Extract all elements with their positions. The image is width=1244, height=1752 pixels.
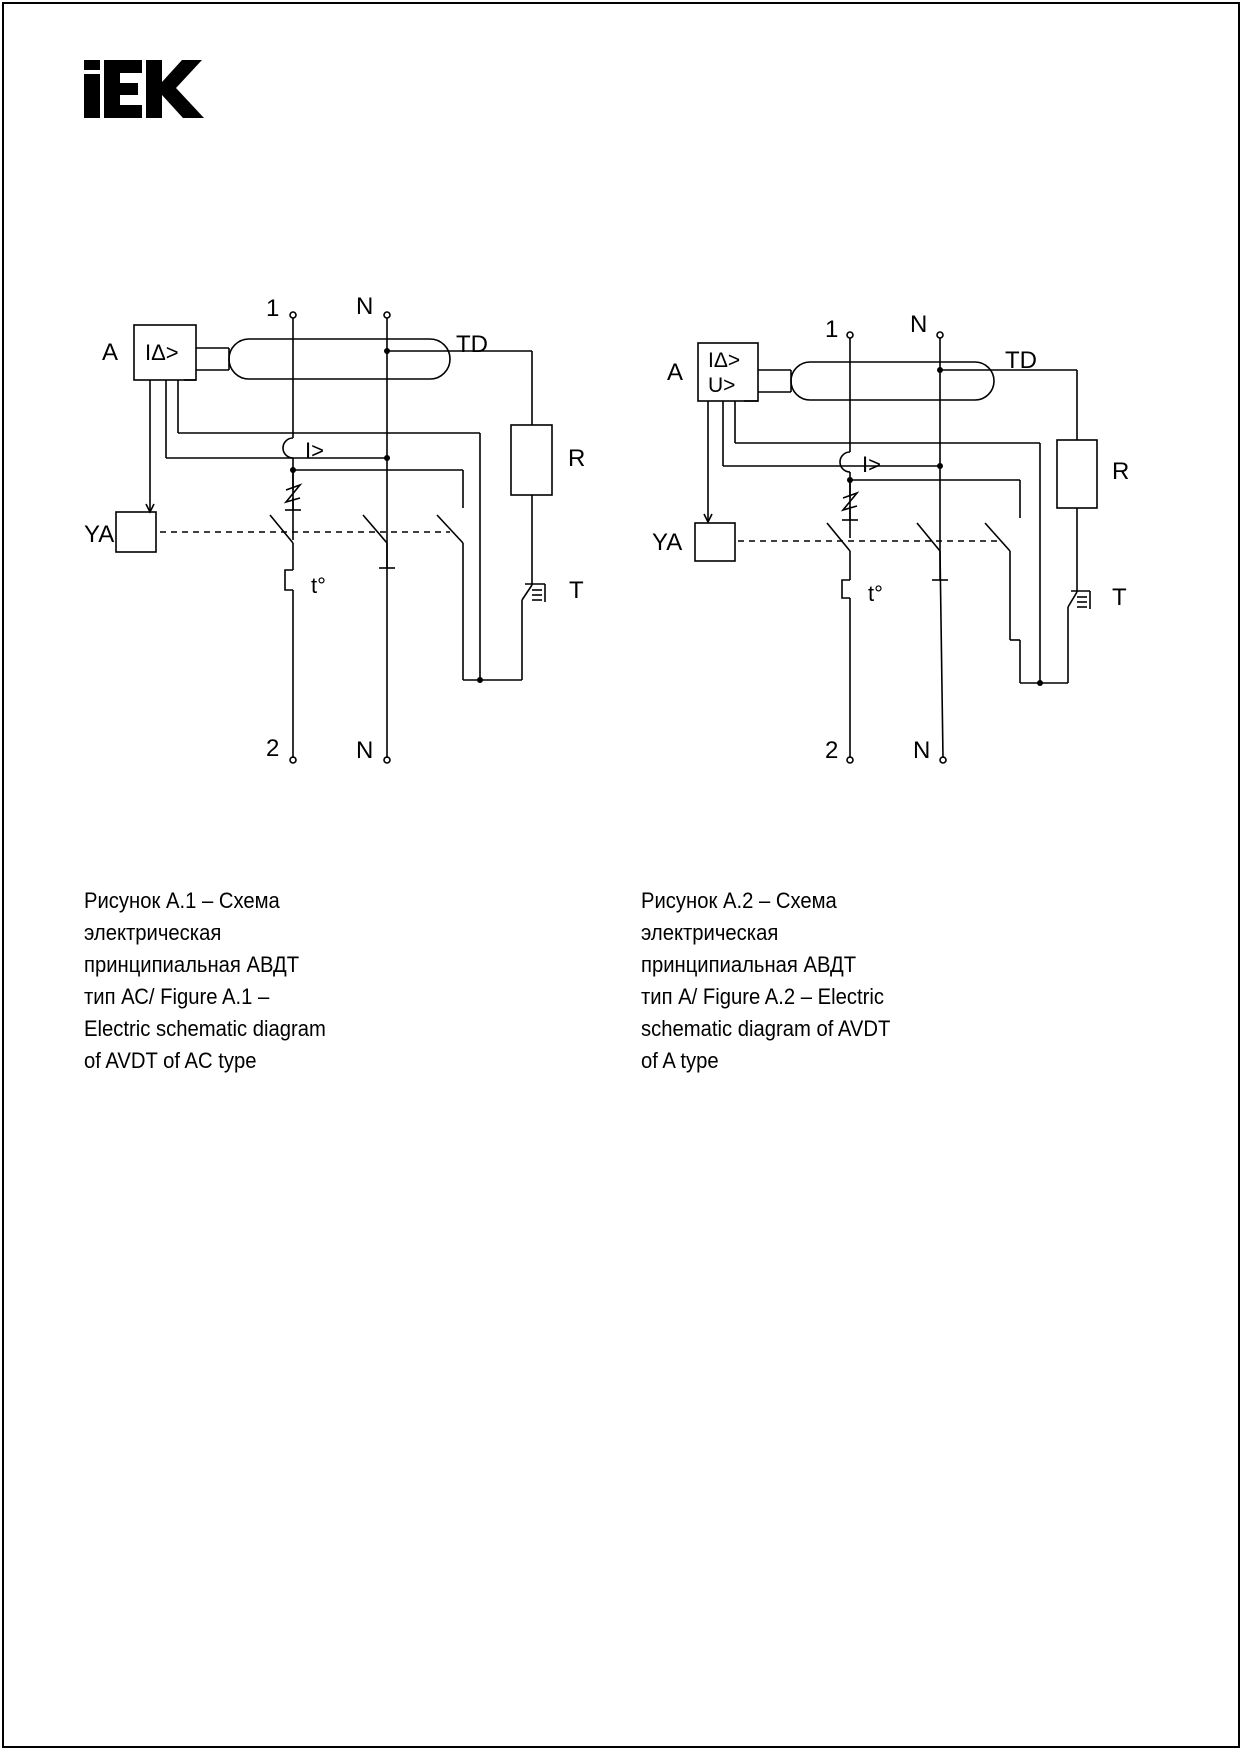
overcurrent-label: I> xyxy=(305,438,324,463)
iek-logo xyxy=(84,60,204,118)
thermal-label: t° xyxy=(868,581,883,606)
caption-line: электрическая xyxy=(641,920,779,945)
undervoltage-label: U> xyxy=(708,374,735,397)
module-a-label: A xyxy=(102,339,118,366)
terminal-2-label: 2 xyxy=(266,735,279,762)
transformer-td-label: TD xyxy=(1005,347,1037,374)
release-ya-label: YA xyxy=(84,521,114,548)
caption-line: Рисунок А.2 – Схема xyxy=(641,888,837,913)
residual-current-label: IΔ> xyxy=(145,340,179,365)
resistor-r-label: R xyxy=(568,445,585,472)
caption-line: принципиальная АВДТ xyxy=(641,952,857,977)
thermal-label: t° xyxy=(311,573,326,598)
terminal-1-label: 1 xyxy=(825,316,838,343)
resistor-r-label: R xyxy=(1112,458,1129,485)
residual-current-label: IΔ> xyxy=(708,349,740,372)
test-button-t-label: T xyxy=(1112,584,1127,611)
test-button-t-label: T xyxy=(569,577,584,604)
caption-line: of AVDT of AC type xyxy=(84,1048,257,1073)
figure-caption-a2: Рисунок А.2 – Схема электрическая принци… xyxy=(641,885,917,1077)
terminal-2-label: 2 xyxy=(825,737,838,764)
caption-line: тип АС/ Figure A.1 – xyxy=(84,984,270,1009)
figure-caption-a1: Рисунок А.1 – Схема электрическая принци… xyxy=(84,885,360,1077)
schematic-diagram-a2: 1 N 2 N A IΔ> U> TD I> t° YA R T xyxy=(630,280,1150,780)
caption-line: электрическая xyxy=(84,920,222,945)
caption-line: Electric schematic diagram xyxy=(84,1016,326,1041)
caption-line: тип А/ Figure A.2 – Electric xyxy=(641,984,885,1009)
terminal-n-top-label: N xyxy=(356,293,373,320)
caption-line: Рисунок А.1 – Схема xyxy=(84,888,280,913)
caption-line: принципиальная АВДТ xyxy=(84,952,300,977)
caption-line: of A type xyxy=(641,1048,719,1073)
schematic-diagram-a1: 1 N 2 N A IΔ> TD I> t° YA R T xyxy=(70,280,590,780)
module-a-label: A xyxy=(667,359,683,386)
transformer-td-label: TD xyxy=(456,331,488,358)
terminal-n-bottom-label: N xyxy=(356,737,373,764)
overcurrent-label: I> xyxy=(862,452,881,477)
release-ya-label: YA xyxy=(652,529,682,556)
terminal-1-label: 1 xyxy=(266,295,279,322)
terminal-n-bottom-label: N xyxy=(913,737,930,764)
caption-line: schematic diagram of AVDT xyxy=(641,1016,891,1041)
terminal-n-top-label: N xyxy=(910,311,927,338)
